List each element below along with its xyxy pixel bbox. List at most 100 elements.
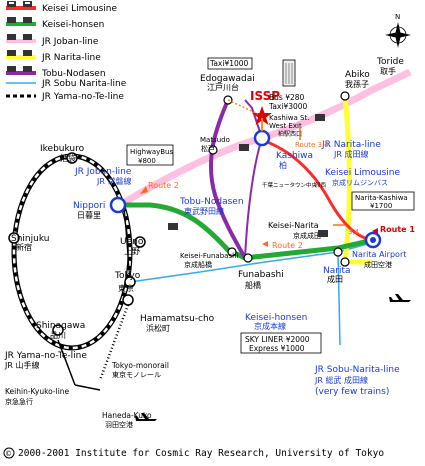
svg-text:JR Sobu Narita-line: JR Sobu Narita-line [41, 79, 127, 89]
station-shinjuku: Shinjuku [11, 234, 49, 244]
station-hamamatsucho: Hamamatsu-cho [140, 314, 215, 324]
svg-text:成田: 成田 [327, 274, 343, 284]
legend-item-tobu: Tobu-Nodasen [6, 69, 106, 79]
svg-text:ISSP: ISSP [250, 89, 280, 103]
label-tobu: Tobu-Nodasen [179, 197, 244, 207]
svg-text:京成成田: 京成成田 [293, 231, 321, 240]
svg-text:羽田空港: 羽田空港 [105, 420, 133, 429]
svg-text:(very few trains): (very few trains) [315, 387, 389, 397]
station-matsudo: Matsudo [200, 136, 230, 144]
svg-text:上野: 上野 [124, 247, 140, 256]
station-toride: Toride [376, 57, 404, 67]
route-2-label-mid: Route 2 [272, 241, 303, 250]
svg-text:新宿: 新宿 [16, 242, 32, 252]
svg-text:船橋: 船橋 [245, 280, 261, 290]
svg-text:Express ¥1000: Express ¥1000 [249, 344, 305, 353]
legend-item-sobu: JR Sobu Narita-line [6, 79, 127, 89]
svg-text:京成船橋: 京成船橋 [184, 260, 212, 269]
legend-item-narita: JR Narita-line [6, 53, 101, 63]
svg-text:柏駅西口: 柏駅西口 [278, 130, 302, 138]
copyright-icon: © [5, 450, 12, 458]
star-icon [252, 106, 272, 125]
svg-text:JR 山手線: JR 山手線 [4, 360, 39, 370]
svg-text:Narita-Kashiwa: Narita-Kashiwa [355, 194, 408, 202]
svg-text:松戸: 松戸 [201, 144, 215, 153]
svg-text:我孫子: 我孫子 [345, 79, 369, 89]
station-keisei-narita: Keisei-Narita [268, 221, 319, 230]
station-ueno: Ueno [120, 237, 144, 247]
svg-text:柏: 柏 [279, 160, 287, 170]
svg-text:浜松町: 浜松町 [146, 323, 170, 333]
footer: © 2000-2001 Institute for Cosmic Ray Res… [3, 447, 384, 459]
svg-text:東京モノレール: 東京モノレール [112, 370, 161, 379]
label-keisei-honsen: Keisei-honsen [245, 313, 307, 323]
label-narita-line: JR Narita-line [321, 140, 381, 150]
svg-text:Kashiwa St.: Kashiwa St. [269, 114, 309, 122]
svg-text:JR 成田線: JR 成田線 [333, 149, 368, 159]
legend-item-keisei-limousine: Keisei Limousine [6, 4, 117, 14]
svg-text:JR Narita-line: JR Narita-line [41, 53, 101, 63]
svg-text:京急急行: 京急急行 [5, 397, 33, 406]
station-narita: Narita [323, 266, 351, 276]
legend-item-keisei-honsen: Keisei-honsen [6, 20, 104, 30]
svg-text:JR Yama-no-Te-line: JR Yama-no-Te-line [41, 92, 124, 102]
label-limousine: Keisei Limousine [325, 168, 400, 178]
legend: Keisei Limousine Keisei-honsen JR Joban-… [6, 1, 127, 102]
svg-text:Tobu-Nodasen: Tobu-Nodasen [41, 69, 106, 79]
station-narita-airport: Narita Airport [352, 250, 406, 259]
station-nippori: Nippori [73, 201, 105, 211]
legend-item-yamanote: JR Yama-no-Te-line [6, 92, 124, 102]
station-keisei-funabashi: Keisei-Funabashi [180, 252, 239, 260]
svg-text:京成本線: 京成本線 [254, 321, 286, 331]
station-edogawadai: Edogawadai [200, 74, 255, 84]
svg-text:取手: 取手 [380, 66, 396, 76]
station-funabashi: Funabashi [238, 270, 284, 280]
svg-text:東武野田線: 東武野田線 [184, 206, 224, 216]
keihin-line [57, 339, 76, 386]
station-tokyo: Tokyo [114, 271, 141, 281]
svg-text:Keisei-honsen: Keisei-honsen [42, 20, 104, 30]
svg-text:JR Joban-line: JR Joban-line [41, 37, 99, 47]
route-2-label-left: Route 2 [148, 181, 179, 190]
station-ikebukuro: Ikebukuro [40, 144, 85, 154]
route-1-label: Route 1 [380, 225, 415, 234]
svg-text:江戸川台: 江戸川台 [207, 82, 239, 92]
svg-text:池袋: 池袋 [60, 153, 76, 163]
route-34-label-low: 3,4 [348, 228, 360, 236]
svg-text:JR 常磐線: JR 常磐線 [96, 176, 131, 186]
station-markers [8, 91, 382, 336]
bus-icon [168, 114, 328, 237]
svg-text:¥800: ¥800 [138, 157, 156, 165]
svg-text:千葉ニュータウン中央: 千葉ニュータウン中央 [262, 181, 318, 189]
svg-text:京成リムジンバス: 京成リムジンバス [332, 178, 388, 187]
svg-text:JR 総武 成田線: JR 総武 成田線 [314, 375, 368, 385]
svg-text:Keisei Limousine: Keisei Limousine [42, 4, 117, 14]
svg-text:Taxi¥3000: Taxi¥3000 [268, 102, 308, 111]
tobu-nodasen-line [208, 99, 247, 259]
svg-text:¥1700: ¥1700 [370, 202, 392, 210]
svg-text:West Exit: West Exit [269, 122, 302, 130]
svg-text:HighwayBus: HighwayBus [130, 148, 173, 156]
sobu-line [129, 241, 376, 283]
svg-text:2000-2001 Institute for Cosmic: 2000-2001 Institute for Cosmic Ray Resea… [18, 448, 384, 459]
svg-text:成田空港: 成田空港 [364, 260, 392, 269]
svg-text:N: N [395, 13, 400, 21]
label-joban: JR Joban-line [74, 167, 132, 177]
svg-text:印西: 印西 [315, 182, 327, 189]
issp-marker: ISSP [250, 59, 296, 125]
svg-text:Taxi¥1000: Taxi¥1000 [209, 59, 249, 68]
narita-line [342, 95, 353, 263]
station-shinagawa: Shinagawa [36, 321, 85, 331]
label-sobu: JR Sobu-Narita-line [314, 365, 400, 375]
compass-icon: N [385, 13, 411, 48]
label-yamanote: JR Yama-no-Te-line [4, 351, 87, 361]
svg-text:日暮里: 日暮里 [77, 210, 101, 220]
legend-item-joban: JR Joban-line [6, 37, 99, 47]
train-icon [7, 17, 32, 72]
label-monorail: Tokyo-monorail [111, 361, 169, 370]
airplane-icon [135, 413, 157, 421]
svg-text:品川: 品川 [50, 331, 66, 340]
station-kashiwa: Kashiwa [276, 151, 313, 161]
route-34-label: Route 3,4 [295, 141, 329, 149]
